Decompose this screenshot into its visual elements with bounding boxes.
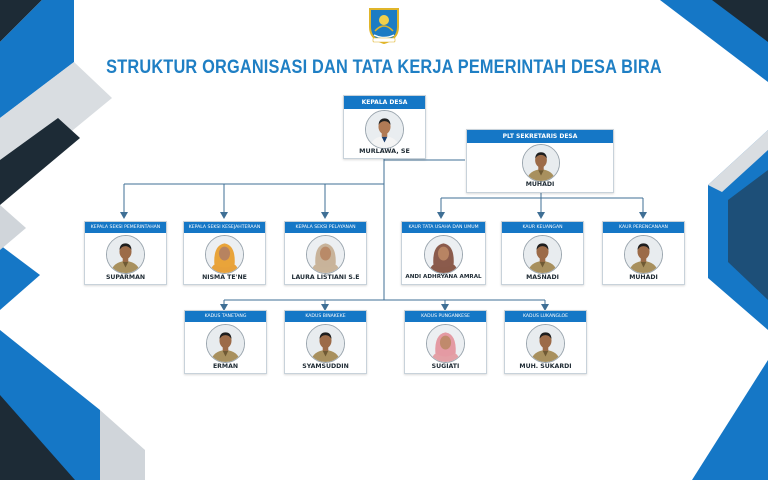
photo-avatar <box>206 324 245 363</box>
person-name: SYAMSUDDIN <box>302 363 349 370</box>
position-title: KADUS BINAKEKE <box>285 311 366 322</box>
position-title: KEPALA SEKSI KESEJAHTERAAN <box>184 222 265 233</box>
person-name: MURLAWA, SE <box>359 147 410 155</box>
position-title: KEPALA SEKSI PELAYANAN <box>285 222 366 233</box>
photo-avatar <box>306 235 345 274</box>
person-name: MASNADI <box>526 274 559 281</box>
card-kadus-lukangloe: KADUS LUKANGLOE MUH. SUKARDI <box>504 310 587 374</box>
person-name: LAURA LISTIANI S.E <box>291 274 360 281</box>
card-kadus-binakeke: KADUS BINAKEKE SYAMSUDDIN <box>284 310 367 374</box>
photo-avatar <box>424 235 463 274</box>
position-title: KADUS PUNGANKESE <box>405 311 486 322</box>
photo-avatar <box>365 110 404 149</box>
person-name: NISMA TE'NE <box>202 274 247 281</box>
card-kaur-perencanaan: KAUR PERENCANAAN MUHADI <box>602 221 685 285</box>
photo-avatar <box>624 235 663 274</box>
person-name: SUPARMAN <box>105 274 146 281</box>
card-sekretaris-desa: PLT SEKRETARIS DESA MUHADI <box>466 129 614 193</box>
card-kasi-pemerintahan: KEPALA SEKSI PEMERINTAHAN SUPARMAN <box>84 221 167 285</box>
person-name: SUGIATI <box>431 363 460 370</box>
position-title: KAUR KEUANGAN <box>502 222 583 233</box>
photo-avatar <box>522 144 560 182</box>
card-kadus-pungankese: KADUS PUNGANKESE SUGIATI <box>404 310 487 374</box>
position-title: PLT SEKRETARIS DESA <box>467 130 613 143</box>
photo-avatar <box>426 324 465 363</box>
card-kaur-keuangan: KAUR KEUANGAN MASNADI <box>501 221 584 285</box>
person-name: MUHADI <box>629 274 658 281</box>
person-name: MUH. SUKARDI <box>519 363 572 370</box>
photo-avatar <box>526 324 565 363</box>
position-title: KAUR TATA USAHA DAN UMUM <box>402 222 485 233</box>
photo-avatar <box>205 235 244 274</box>
person-name: ERMAN <box>212 363 239 370</box>
position-title: KEPALA SEKSI PEMERINTAHAN <box>85 222 166 233</box>
regency-emblem-icon <box>364 5 404 45</box>
card-kadus-tanetang: KADUS TANETANG ERMAN <box>184 310 267 374</box>
position-title: KADUS LUKANGLOE <box>505 311 586 322</box>
page-title: STRUKTUR ORGANISASI DAN TATA KERJA PEMER… <box>106 57 662 78</box>
position-title: KEPALA DESA <box>344 96 425 109</box>
card-kasi-pelayanan: KEPALA SEKSI PELAYANAN LAURA LISTIANI S.… <box>284 221 367 285</box>
position-title: KADUS TANETANG <box>185 311 266 322</box>
photo-avatar <box>106 235 145 274</box>
position-title: KAUR PERENCANAAN <box>603 222 684 233</box>
card-kasi-kesejahteraan: KEPALA SEKSI KESEJAHTERAAN NISMA TE'NE <box>183 221 266 285</box>
photo-avatar <box>306 324 345 363</box>
person-name: ANDI ADHRYANA AMRAL <box>405 274 482 280</box>
card-kaur-tata-usaha: KAUR TATA USAHA DAN UMUM ANDI ADHRYANA A… <box>401 221 486 285</box>
photo-avatar <box>523 235 562 274</box>
card-kepala-desa: KEPALA DESA MURLAWA, SE <box>343 95 426 159</box>
person-name: MUHADI <box>525 181 555 188</box>
